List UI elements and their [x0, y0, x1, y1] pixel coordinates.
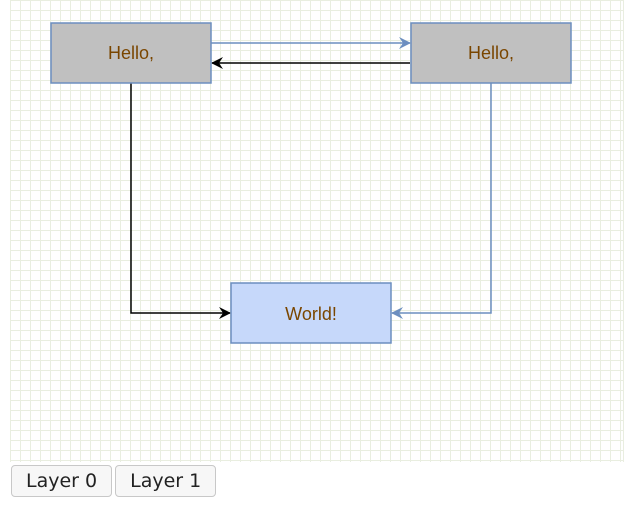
node-label: Hello,	[468, 43, 514, 63]
node-label: Hello,	[108, 43, 154, 63]
diagram-canvas[interactable]: Hello, Hello, World!	[10, 0, 624, 462]
diagram: Hello, Hello, World!	[50, 22, 572, 344]
layer-0-button[interactable]: Layer 0	[11, 465, 113, 497]
node-label: World!	[285, 304, 337, 324]
edge-hello-left-to-world[interactable]	[130, 83, 231, 319]
edge-hello-right-to-world[interactable]	[391, 83, 492, 319]
layer-tabs: Layer 0 Layer 1	[11, 465, 217, 497]
node-hello-right[interactable]: Hello,	[410, 22, 572, 84]
node-hello-left[interactable]: Hello,	[50, 22, 212, 84]
layer-1-button[interactable]: Layer 1	[115, 465, 217, 497]
node-world[interactable]: World!	[230, 282, 392, 344]
